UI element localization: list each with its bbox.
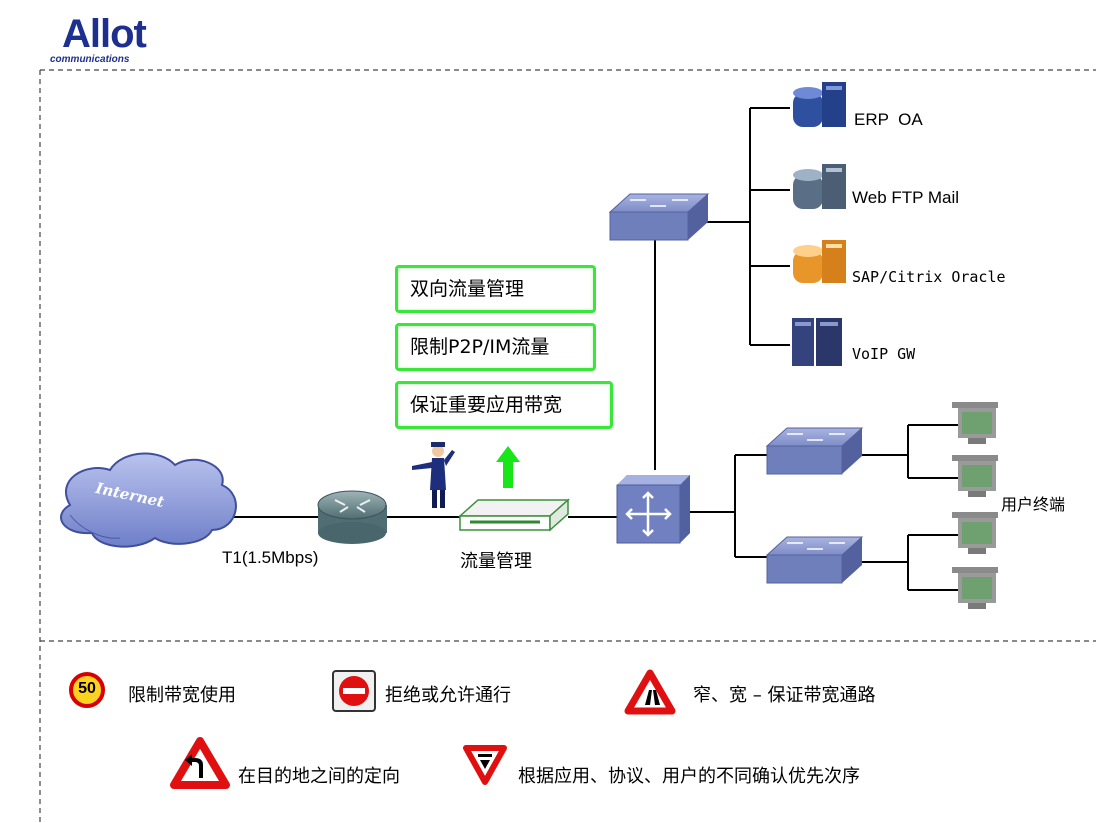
switch-icon-user-1 [765, 427, 864, 475]
traffic-officer-icon [412, 442, 455, 508]
server-icon-sap [793, 240, 846, 283]
feature-box-bandwidth-guarantee: 保证重要应用带宽 [395, 381, 613, 429]
server-icon-voip [792, 318, 842, 366]
user-terminal-label: 用户终端 [1001, 495, 1066, 514]
legend-speed-limit-label: 限制带宽使用 [128, 685, 236, 706]
up-arrow-icon [496, 446, 520, 488]
workstation-icon-4 [952, 567, 998, 609]
server-label-voip: VoIP GW [852, 345, 916, 363]
yield-sign-icon [463, 745, 507, 785]
frame-lines [39, 69, 1096, 823]
switch-icon-top [608, 193, 710, 241]
legend-narrow-road-label: 窄、宽 – 保证带宽通路 [693, 685, 876, 706]
legend-turn-label: 在目的地之间的定向 [238, 766, 400, 787]
server-label-erp: ERP OA [854, 110, 923, 129]
links [230, 107, 958, 591]
logo-wordmark: Allot [62, 12, 147, 56]
no-entry-sign-icon [332, 670, 376, 712]
turn-sign-icon [170, 737, 230, 789]
legend-yield-label: 根据应用、协议、用户的不同确认优先次序 [518, 766, 860, 787]
core-switch-icon [616, 475, 690, 544]
speed-limit-sign-icon [69, 672, 105, 708]
router-icon [317, 490, 387, 544]
allot-logo: Allot communications [50, 10, 150, 68]
logo-subtitle: communications [50, 54, 130, 65]
server-label-web: Web FTP Mail [852, 188, 960, 207]
traffic-appliance-icon [458, 498, 570, 532]
internet-cloud-icon [60, 452, 237, 548]
server-label-sap: SAP/Citrix Oracle [852, 268, 1006, 286]
traffic-management-label: 流量管理 [460, 551, 532, 572]
narrow-road-sign-icon [624, 669, 676, 715]
switch-icon-user-2 [765, 536, 864, 584]
speed-limit-sign-number: 50 [78, 680, 96, 697]
workstation-icon-1 [952, 402, 998, 444]
workstation-icon-2 [952, 455, 998, 497]
legend-no-entry-label: 拒绝或允许通行 [385, 685, 511, 706]
server-icon-erp [793, 82, 846, 127]
wan-link-label: T1(1.5Mbps) [222, 548, 319, 567]
feature-box-p2p-limit: 限制P2P/IM流量 [395, 323, 596, 371]
feature-box-bidirectional: 双向流量管理 [395, 265, 596, 313]
workstation-icon-3 [952, 512, 998, 554]
server-icon-web [793, 164, 846, 209]
